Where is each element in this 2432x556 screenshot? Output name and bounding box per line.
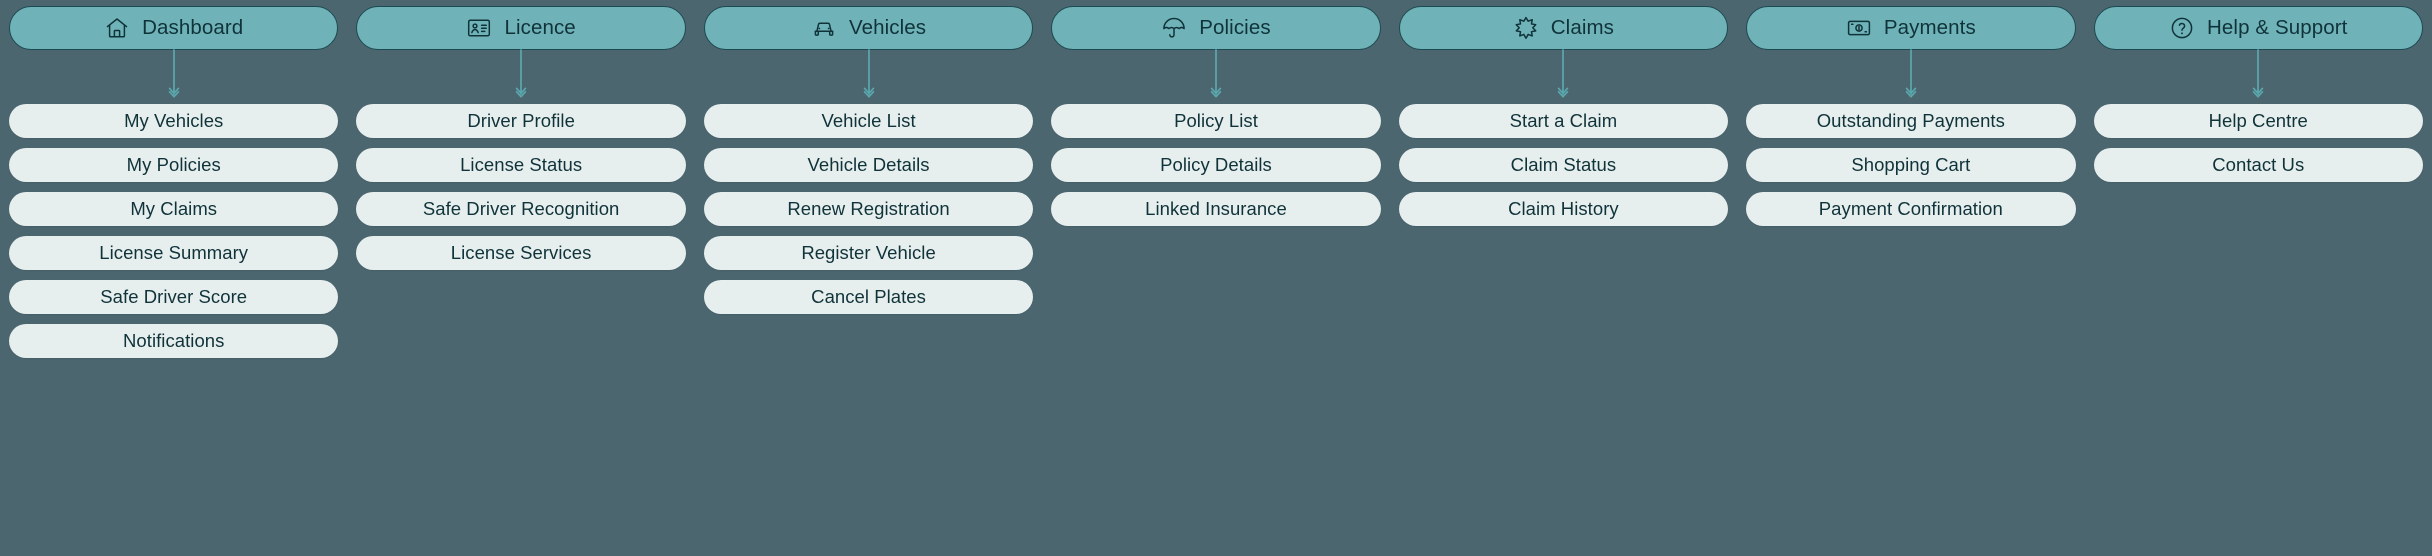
menu-item-label: Contact Us [2212, 154, 2305, 175]
connector-arrow-claims [1399, 49, 1728, 104]
nav-label-help-support: Help & Support [2207, 16, 2348, 39]
menu-item[interactable]: Outstanding Payments [1746, 104, 2076, 138]
menu-item-label: Driver Profile [467, 110, 575, 131]
menu-item-label: Payment Confirmation [1818, 198, 2003, 219]
menu-item-label: Renew Registration [787, 198, 950, 219]
umbrella-icon [1161, 15, 1187, 41]
connector-arrow-licence [356, 49, 685, 104]
sitemap-column-dashboard: Dashboard My Vehicles My Policies My Claims… [0, 6, 347, 556]
menu-item-label: Cancel Plates [811, 286, 926, 307]
menu-item-label: Notifications [123, 330, 225, 351]
menu-item-label: Vehicle List [821, 110, 916, 131]
menu-item-label: Safe Driver Recognition [422, 198, 620, 219]
menu-item-label: Outstanding Payments [1816, 110, 2005, 131]
connector-arrow-policies [1051, 49, 1380, 104]
menu-item-label: Start a Claim [1509, 110, 1618, 131]
menu-item-label: Vehicle Details [807, 154, 930, 175]
menu-item-label: Linked Insurance [1145, 198, 1287, 219]
nav-label-policies: Policies [1199, 16, 1271, 39]
menu-item[interactable]: My Policies [9, 148, 339, 182]
menu-item[interactable]: Linked Insurance [1051, 192, 1381, 226]
nav-button-dashboard[interactable]: Dashboard [9, 6, 339, 50]
menu-item[interactable]: Help Centre [2093, 104, 2423, 138]
car-icon [811, 15, 837, 41]
menu-item[interactable]: Policy Details [1051, 148, 1381, 182]
menu-item[interactable]: Safe Driver Score [9, 280, 339, 314]
menu-item[interactable]: My Vehicles [9, 104, 339, 138]
menu-item[interactable]: Safe Driver Recognition [356, 192, 686, 226]
connector-arrow-dashboard [9, 49, 338, 104]
menu-item-label: Policy Details [1160, 154, 1272, 175]
menu-item-label: My Policies [126, 154, 221, 175]
menu-item[interactable]: Renew Registration [703, 192, 1034, 226]
nav-label-claims: Claims [1550, 16, 1615, 39]
menu-item-label: My Vehicles [124, 110, 224, 131]
menu-item-label: Shopping Cart [1851, 154, 1971, 175]
nav-label-licence: Licence [504, 16, 576, 39]
nav-button-vehicles[interactable]: Vehicles [703, 6, 1034, 50]
menu-item[interactable]: Shopping Cart [1746, 148, 2076, 182]
menu-item[interactable]: Policy List [1051, 104, 1381, 138]
nav-button-help-support[interactable]: Help & Support [2093, 6, 2423, 50]
menu-item[interactable]: Claim History [1398, 192, 1729, 226]
menu-item[interactable]: Payment Confirmation [1746, 192, 2076, 226]
nav-label-payments: Payments [1883, 16, 1976, 39]
menu-item-label: Policy List [1174, 110, 1258, 131]
menu-item-label: License Summary [99, 242, 249, 263]
menu-item-label: Safe Driver Score [100, 286, 248, 307]
question-circle-icon [2169, 15, 2195, 41]
menu-item-label: Claim Status [1510, 154, 1617, 175]
menu-item[interactable]: Driver Profile [356, 104, 686, 138]
menu-item[interactable]: License Summary [9, 236, 339, 270]
menu-item-label: Help Centre [2208, 110, 2308, 131]
menu-item-label: Claim History [1508, 198, 1619, 219]
menu-item[interactable]: Register Vehicle [703, 236, 1034, 270]
id-card-icon [466, 15, 492, 41]
menu-item[interactable]: Vehicle List [703, 104, 1034, 138]
menu-item[interactable]: License Status [356, 148, 686, 182]
nav-label-dashboard: Dashboard [142, 16, 244, 39]
burst-icon [1513, 15, 1539, 41]
menu-item[interactable]: Claim Status [1398, 148, 1729, 182]
nav-button-policies[interactable]: Policies [1051, 6, 1381, 50]
menu-item[interactable]: Start a Claim [1398, 104, 1729, 138]
connector-arrow-vehicles [704, 49, 1033, 104]
menu-item[interactable]: License Services [356, 236, 686, 270]
menu-item[interactable]: Notifications [9, 324, 339, 358]
connector-arrow-payments [1746, 49, 2075, 104]
menu-item-label: Register Vehicle [801, 242, 936, 263]
menu-item[interactable]: Cancel Plates [703, 280, 1034, 314]
menu-item[interactable]: Vehicle Details [703, 148, 1034, 182]
nav-button-licence[interactable]: Licence [356, 6, 686, 50]
menu-item-label: License Status [460, 154, 583, 175]
menu-item-label: My Claims [130, 198, 218, 219]
home-icon [104, 15, 130, 41]
banknote-icon [1846, 15, 1872, 41]
nav-label-vehicles: Vehicles [848, 16, 927, 39]
nav-button-claims[interactable]: Claims [1398, 6, 1729, 50]
menu-item-label: License Services [450, 242, 592, 263]
menu-item[interactable]: Contact Us [2093, 148, 2423, 182]
menu-item[interactable]: My Claims [9, 192, 339, 226]
nav-button-payments[interactable]: Payments [1746, 6, 2076, 50]
connector-arrow-help-support [2094, 49, 2423, 104]
